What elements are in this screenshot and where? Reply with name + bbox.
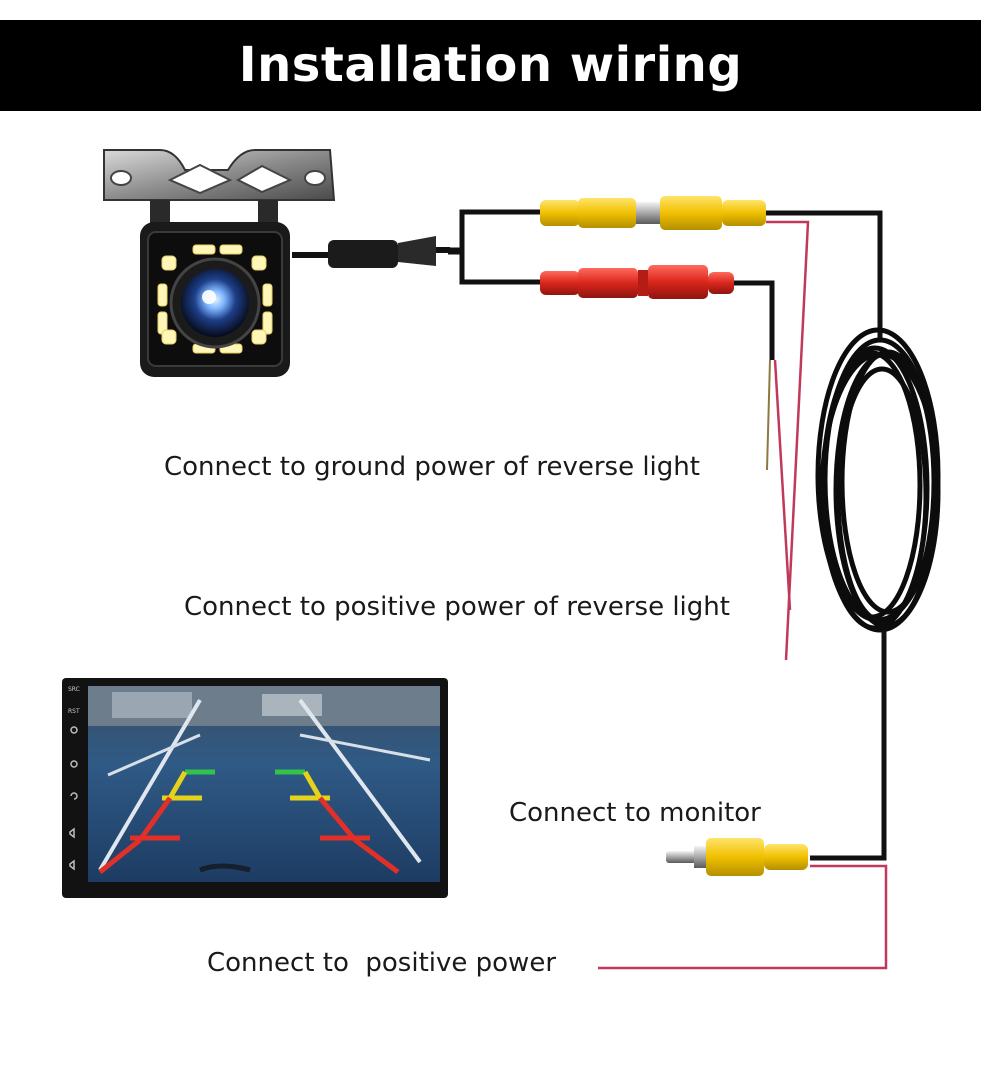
- label-positive-power: Connect to positive power: [207, 948, 557, 978]
- title-banner: Installation wiring: [0, 20, 981, 111]
- label-ground-reverse: Connect to ground power of reverse light: [164, 452, 700, 482]
- page-title: Installation wiring: [238, 37, 743, 93]
- rst-button[interactable]: RST: [68, 708, 80, 715]
- camera-icon: [103, 149, 336, 377]
- label-positive-reverse: Connect to positive power of reverse lig…: [184, 592, 730, 622]
- monitor-icon: [62, 678, 448, 898]
- monitor-rca-plug-icon: [666, 838, 808, 876]
- label-monitor: Connect to monitor: [509, 798, 761, 828]
- rca-connector-icon: [540, 196, 766, 230]
- monitor-side-buttons: SRC RST: [66, 686, 88, 886]
- rca-power-connector-icon: [540, 265, 734, 299]
- src-button[interactable]: SRC: [68, 686, 80, 693]
- coiled-cable-icon: [815, 327, 941, 633]
